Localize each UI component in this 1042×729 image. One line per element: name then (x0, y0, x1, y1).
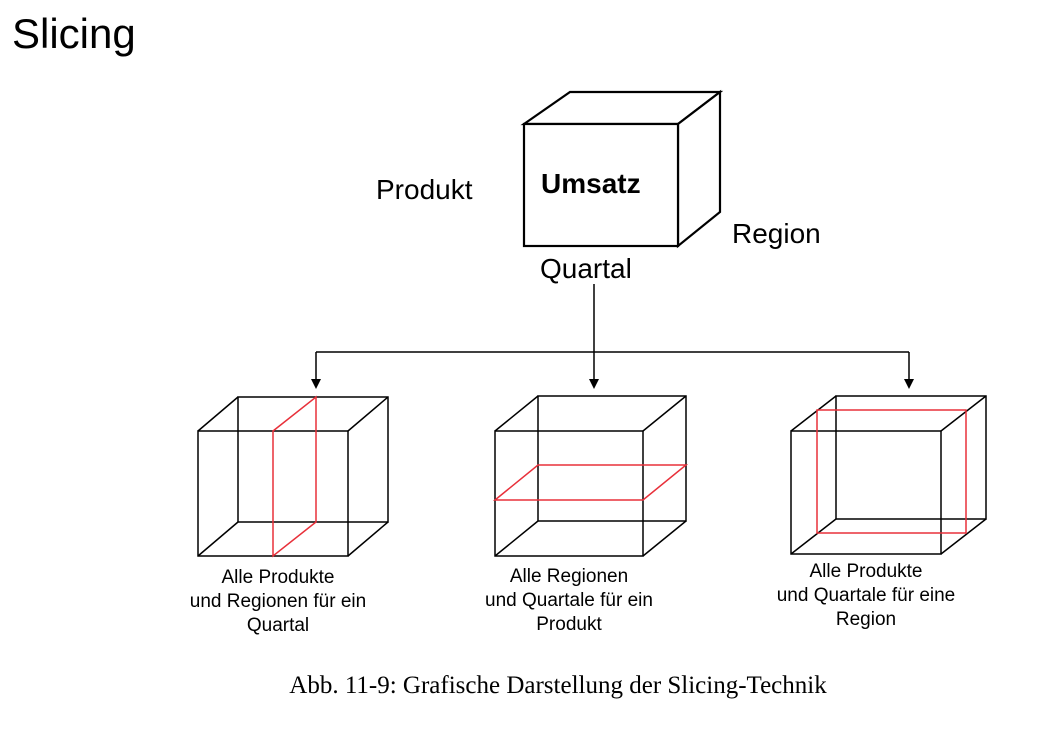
wireframe-cube (494, 395, 687, 557)
wireframe-cube (790, 395, 987, 555)
slice-plane-vertical (272, 395, 317, 558)
page-title: Slicing (12, 10, 136, 57)
caption-line: und Quartale für eine (776, 585, 956, 606)
caption-line: Alle Regionen (509, 566, 629, 587)
slice-plane-horizontal (492, 464, 689, 501)
slice-cube-produkt (492, 395, 689, 557)
axis-label-quartal: Quartal (540, 253, 632, 284)
arrowhead-middle (589, 379, 599, 389)
connector-arrows (315, 284, 910, 380)
caption-line: und Quartale für ein (485, 590, 653, 611)
figure-caption: Abb. 11-9: Grafische Darstellung der Sli… (289, 672, 827, 699)
caption-line: Region (835, 609, 897, 630)
caption-line: Alle Produkte (809, 561, 923, 582)
wireframe-cube (197, 396, 389, 557)
caption-line: Produkt (536, 614, 602, 635)
arrowhead-left (311, 379, 321, 389)
caption-line: Alle Produkte (221, 567, 335, 588)
slice-cube-quartal (197, 395, 389, 558)
arrowhead-right (904, 379, 914, 389)
main-cube-front-face (522, 122, 680, 248)
slice-caption-quartal: Alle Produkte und Regionen für ein Quart… (158, 566, 398, 638)
caption-line: Quartal (246, 615, 310, 636)
cube-label-umsatz: Umsatz (541, 168, 641, 199)
slice-plane-front (816, 409, 967, 534)
slice-caption-produkt: Alle Regionen und Quartale für ein Produ… (449, 565, 689, 637)
slice-cube-region (790, 395, 987, 555)
arrowheads (311, 379, 914, 389)
axis-label-produkt: Produkt (376, 174, 473, 205)
slice-caption-region: Alle Produkte und Quartale für eine Regi… (746, 560, 986, 632)
main-cube (520, 89, 724, 249)
axis-label-region: Region (732, 218, 821, 249)
caption-line: und Regionen für ein (189, 591, 367, 612)
